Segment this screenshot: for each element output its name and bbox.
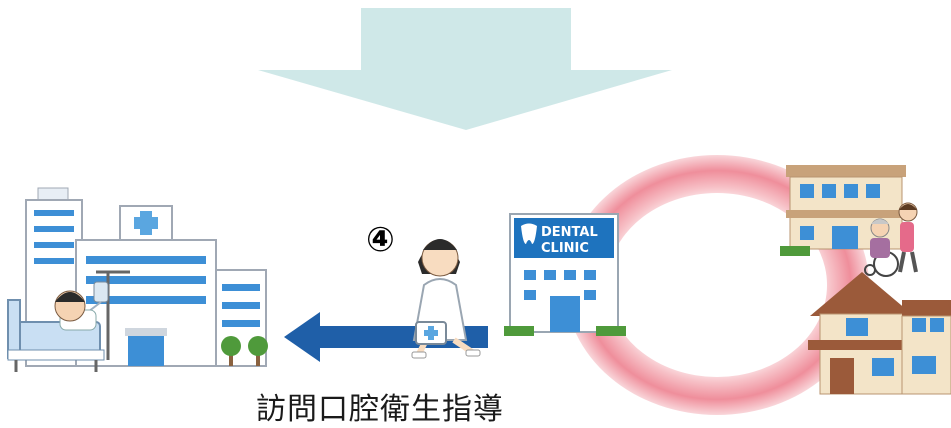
care-facility-icon bbox=[780, 165, 906, 256]
clinic-sign-line2: CLINIC bbox=[541, 241, 589, 256]
nurse-with-bag-icon bbox=[411, 239, 481, 359]
dental-clinic-icon bbox=[504, 213, 626, 336]
wheelchair-icon bbox=[864, 202, 918, 277]
patient-in-bed-icon bbox=[7, 270, 130, 372]
house-icon bbox=[808, 272, 951, 395]
clinic-sign-line1: DENTAL bbox=[541, 225, 598, 240]
caption: 訪問口腔衛生指導 bbox=[256, 392, 504, 427]
step-number: ④ bbox=[366, 220, 395, 260]
down-arrow-icon bbox=[258, 8, 672, 130]
